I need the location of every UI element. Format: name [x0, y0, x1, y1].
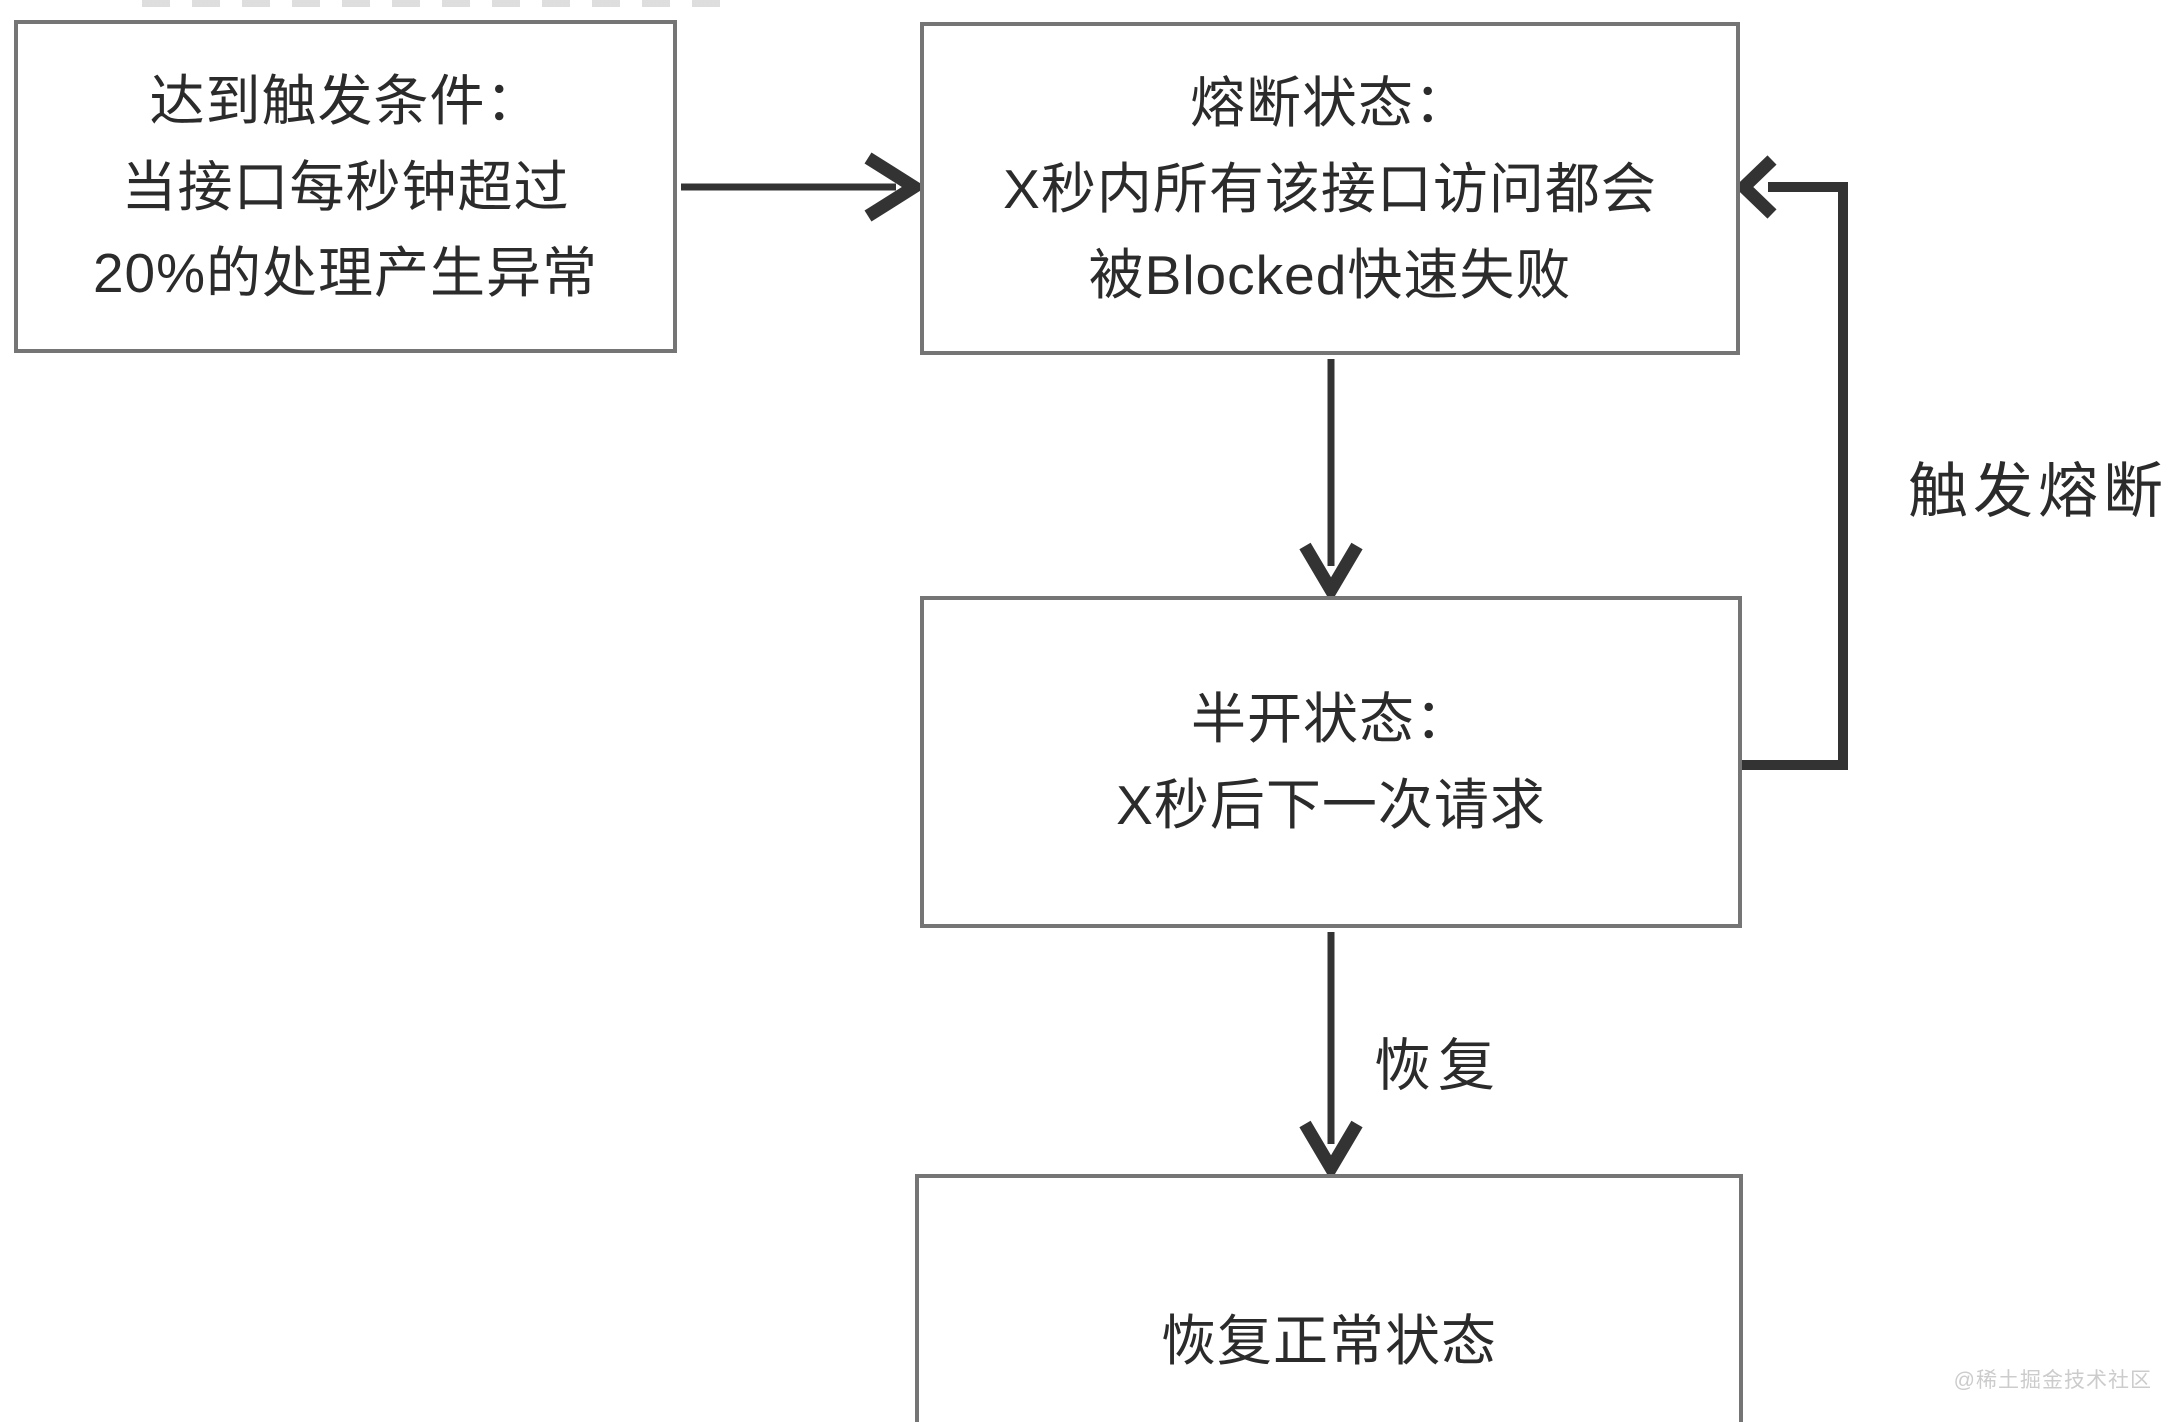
edge-label-recover: 恢复 [1374, 1034, 1502, 1098]
node-text-line: X秒后下一次请求 [1116, 774, 1546, 836]
arrow-trigger-to-open-head [864, 152, 927, 222]
node-text-line: 熔断状态： [1189, 71, 1470, 134]
node-text-line: 被Blocked快速失败 [1088, 243, 1572, 306]
arrow-open-to-halfopen-head [1299, 542, 1363, 603]
edge-label-trigger-break: 触发熔断 [1908, 458, 2168, 525]
node-text-line: 当接口每秒钟超过 [121, 155, 570, 218]
node-text-line: 20%的处理产生异常 [92, 241, 599, 304]
node-text-line: 半开状态： [1190, 688, 1471, 750]
flow-node-trigger-condition: 达到触发条件： 当接口每秒钟超过 20%的处理产生异常 [14, 20, 677, 353]
arrow-halfopen-to-open-loop-head [1734, 155, 1777, 219]
flow-node-circuit-open-state: 熔断状态： X秒内所有该接口访问都会 被Blocked快速失败 [920, 22, 1740, 355]
flow-node-half-open-state: 半开状态： X秒后下一次请求 [920, 596, 1742, 928]
watermark-text: @稀土掘金技术社区 [1953, 1369, 2152, 1392]
flow-node-recovered-state: 恢复正常状态 [915, 1174, 1743, 1422]
node-text-line: X秒内所有该接口访问都会 [1003, 157, 1657, 220]
arrow-halfopen-to-recovered-head [1299, 1120, 1363, 1181]
node-text-line: 达到触发条件： [149, 69, 542, 132]
node-text-line: 恢复正常状态 [1160, 1309, 1497, 1372]
arrow-halfopen-to-open-loop-line [1740, 182, 1848, 770]
cropped-text-fragment [142, 0, 734, 7]
